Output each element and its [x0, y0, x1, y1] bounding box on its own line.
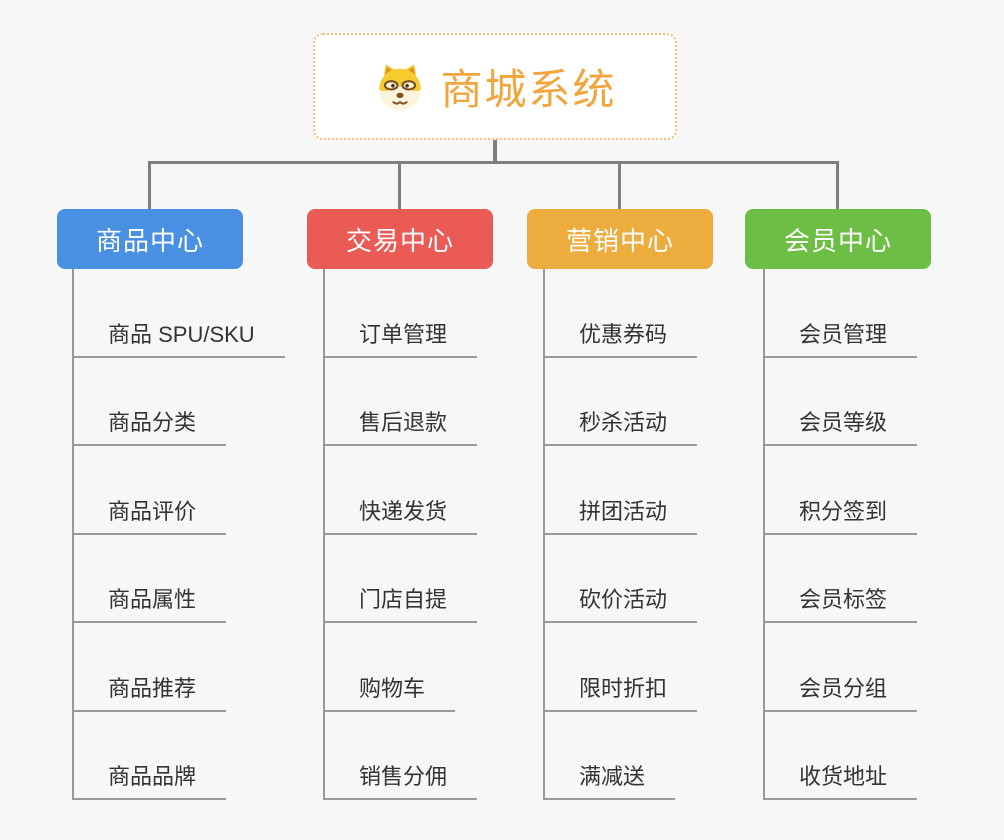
branch-children-product: 商品 SPU/SKU 商品分类 商品评价 商品属性 商品推荐 商品品牌: [72, 269, 285, 800]
child-topic[interactable]: 会员管理: [765, 269, 918, 358]
child-topic[interactable]: 门店自提: [325, 535, 478, 623]
child-topic[interactable]: 拼团活动: [545, 446, 698, 535]
connector-branch-rail: [148, 161, 839, 164]
child-topic[interactable]: 收货地址: [765, 712, 918, 800]
connector-drop-branch-3: [618, 161, 621, 210]
child-topic[interactable]: 会员分组: [765, 623, 918, 712]
branch-children-marketing: 优惠券码 秒杀活动 拼团活动 砍价活动 限时折扣 满减送: [543, 269, 698, 800]
child-topic[interactable]: 订单管理: [325, 269, 478, 358]
connector-drop-branch-2: [398, 161, 401, 210]
root-node[interactable]: 商城系统: [313, 33, 677, 140]
child-topic[interactable]: 商品推荐: [74, 623, 227, 712]
child-topic[interactable]: 满减送: [545, 712, 676, 800]
connector-root-stem: [493, 140, 497, 163]
child-topic[interactable]: 售后退款: [325, 358, 478, 446]
child-topic[interactable]: 销售分佣: [325, 712, 478, 800]
branch-node-member[interactable]: 会员中心: [745, 209, 931, 269]
root-title: 商城系统: [440, 66, 617, 113]
child-topic[interactable]: 快递发货: [325, 446, 478, 535]
child-topic[interactable]: 商品品牌: [74, 712, 227, 800]
child-topic[interactable]: 砍价活动: [545, 535, 698, 623]
child-topic[interactable]: 会员等级: [765, 358, 918, 446]
child-topic[interactable]: 优惠券码: [545, 269, 698, 358]
child-topic[interactable]: 秒杀活动: [545, 358, 698, 446]
child-topic[interactable]: 商品分类: [74, 358, 227, 446]
branch-node-marketing[interactable]: 营销中心: [527, 209, 713, 269]
child-topic[interactable]: 会员标签: [765, 535, 918, 623]
child-topic[interactable]: 积分签到: [765, 446, 918, 535]
connector-drop-branch-1: [148, 161, 151, 210]
connector-drop-branch-4: [836, 161, 839, 210]
child-topic[interactable]: 商品 SPU/SKU: [74, 269, 285, 358]
branch-children-trade: 订单管理 售后退款 快递发货 门店自提 购物车 销售分佣: [323, 269, 478, 800]
branch-children-member: 会员管理 会员等级 积分签到 会员标签 会员分组 收货地址: [763, 269, 918, 800]
dog-face-icon: [379, 64, 422, 110]
child-topic[interactable]: 商品属性: [74, 535, 227, 623]
child-topic[interactable]: 限时折扣: [545, 623, 698, 712]
branch-node-product[interactable]: 商品中心: [57, 209, 243, 269]
child-topic[interactable]: 商品评价: [74, 446, 227, 535]
child-topic[interactable]: 购物车: [325, 623, 456, 712]
branch-node-trade[interactable]: 交易中心: [307, 209, 493, 269]
